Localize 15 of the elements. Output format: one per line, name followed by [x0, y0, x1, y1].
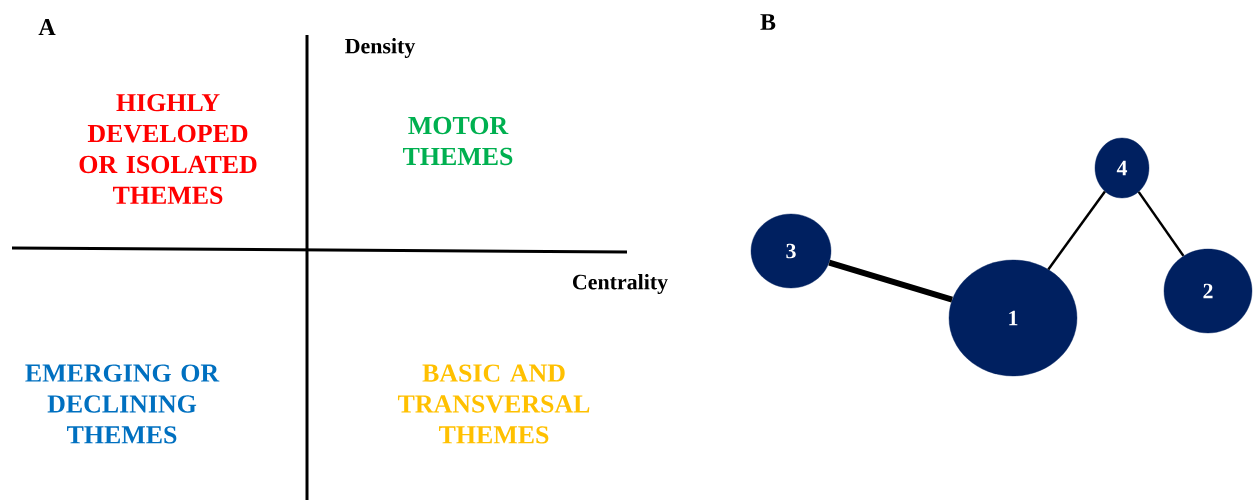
network-edge — [1047, 190, 1106, 271]
axis-label: Centrality — [573, 274, 668, 294]
quadrant-label: BASIC AND TRANSVERSAL THEMES — [397, 364, 590, 444]
panel-letter: A — [38, 19, 56, 35]
network-edge — [828, 259, 953, 303]
network-node: 3 — [750, 213, 832, 289]
network-node: 2 — [1163, 248, 1253, 334]
quadrant-label: HIGHLY DEVELOPED OR ISOLATED THEMES — [79, 93, 257, 204]
panel-letter: B — [760, 14, 776, 30]
axis-label: Density — [345, 38, 416, 58]
network-node: 1 — [948, 259, 1078, 377]
quadrant-label: MOTOR THEMES — [403, 116, 513, 166]
quadrant-label: EMERGING OR DECLINING THEMES — [25, 364, 220, 444]
network-edge — [1137, 191, 1185, 257]
network-node: 4 — [1094, 137, 1150, 199]
